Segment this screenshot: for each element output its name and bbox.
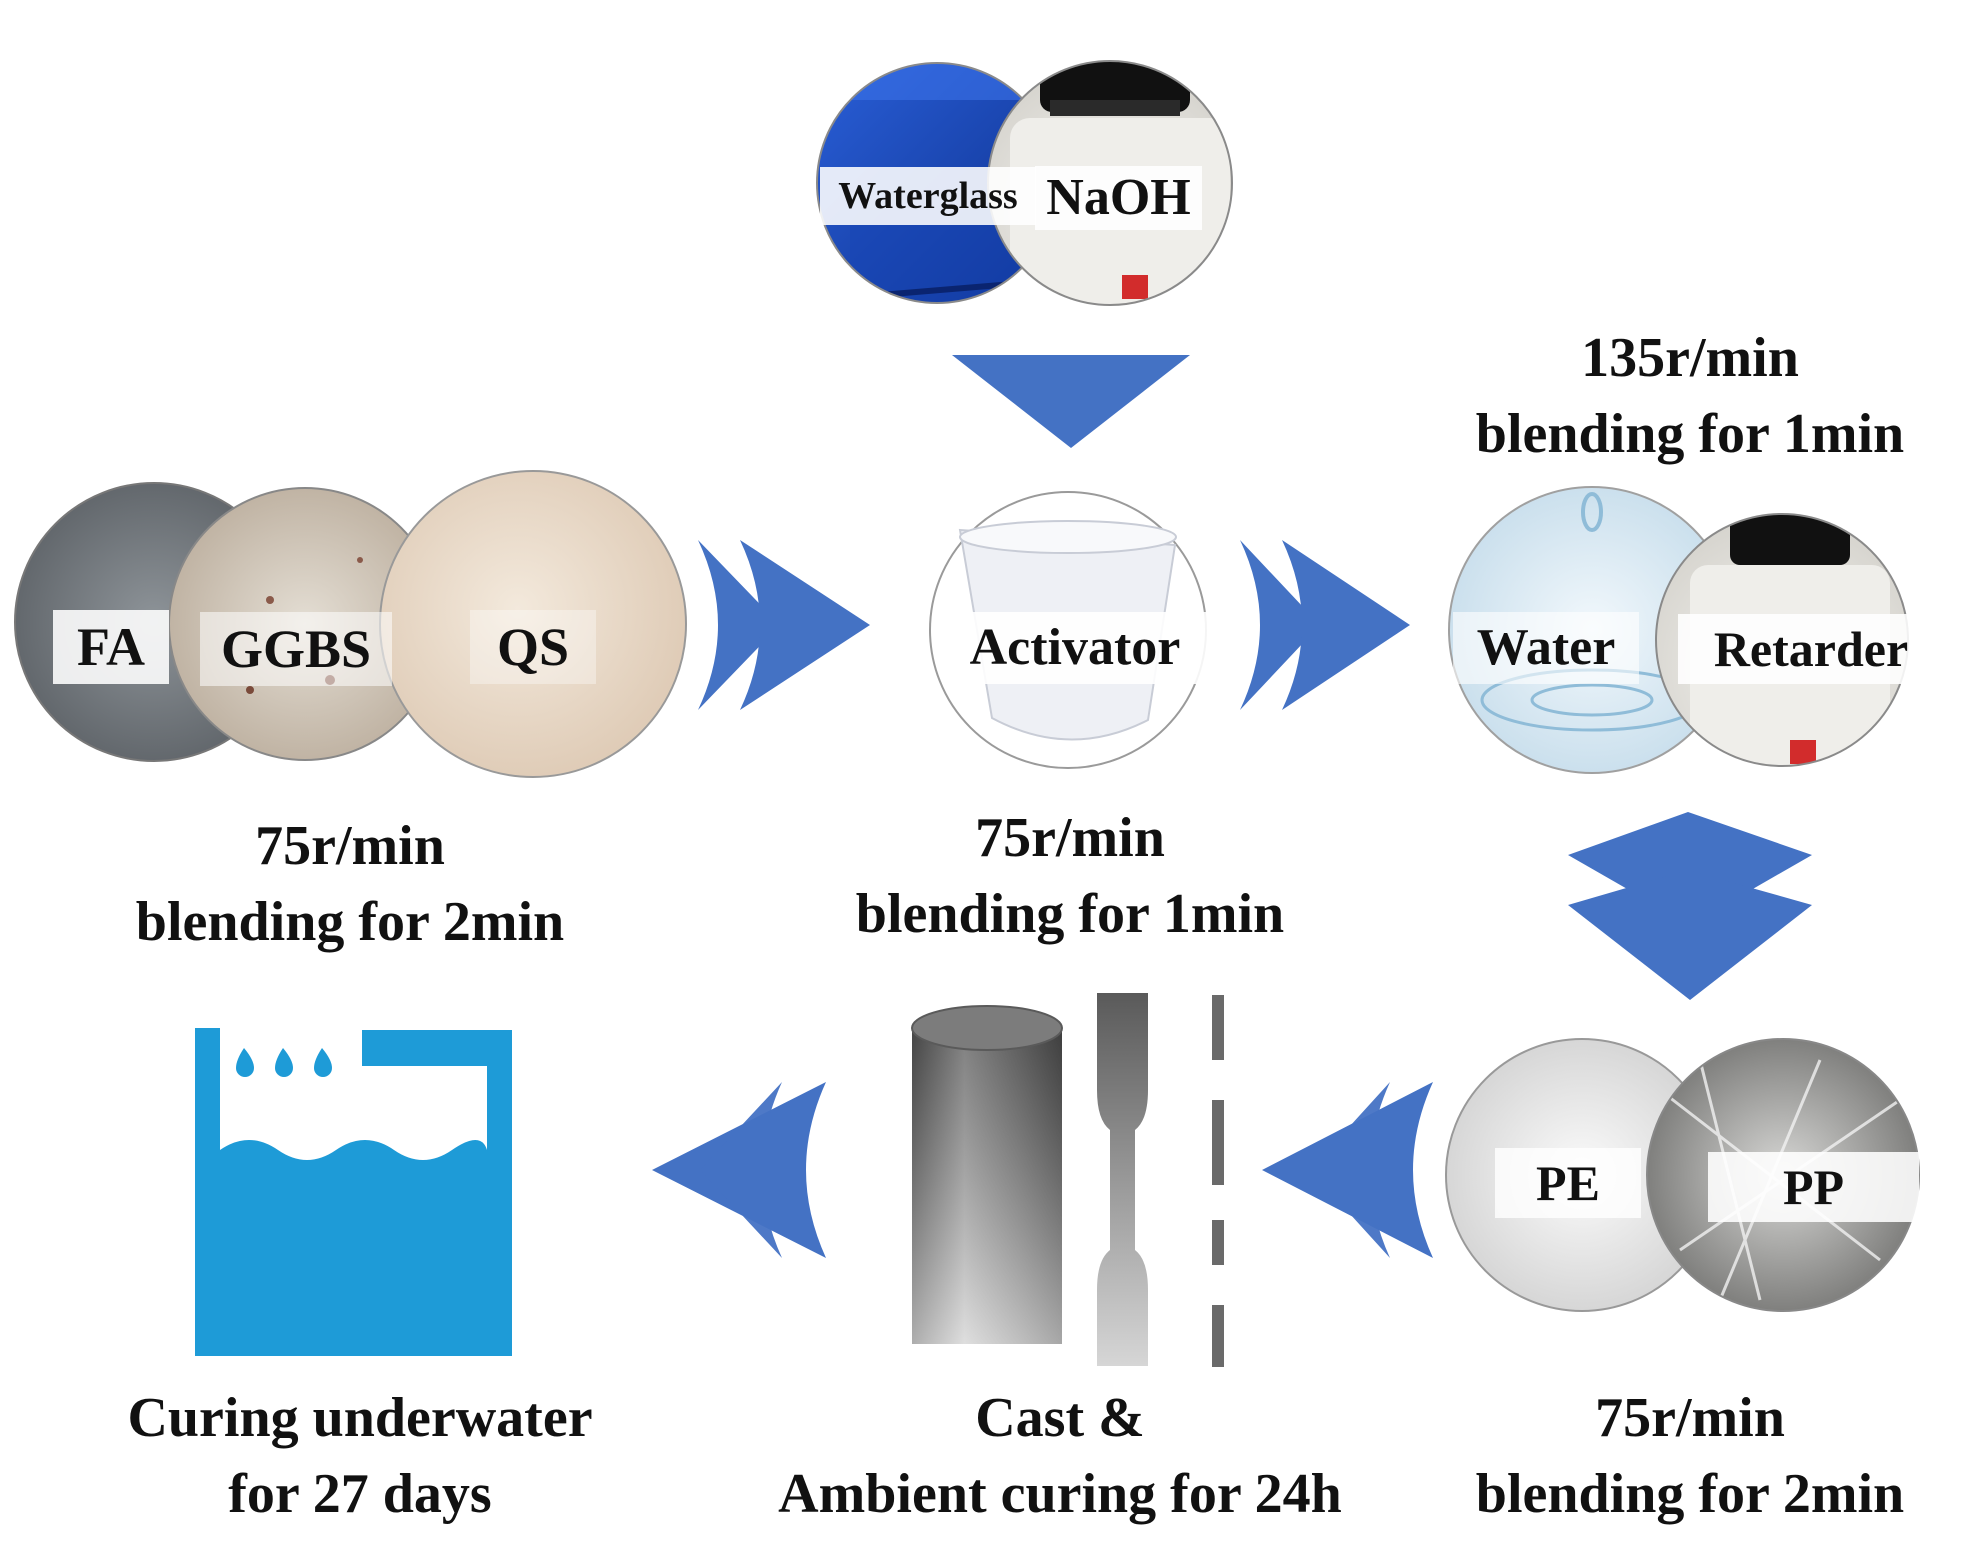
step6-line1: Curing underwater (127, 1387, 593, 1449)
retarder-label: Retarder (1678, 614, 1944, 684)
water-tank-icon (195, 1028, 512, 1356)
step5-line1: Cast & (975, 1387, 1145, 1449)
naoh-label: NaOH (1035, 166, 1202, 230)
step2-speed: 75r/min (975, 807, 1165, 869)
step1-duration: blending for 2min (135, 891, 565, 953)
qs-label: QS (470, 610, 596, 684)
step4-caption: 75r/min blending for 2min (1400, 1380, 1980, 1532)
step3-duration: blending for 1min (1475, 403, 1905, 465)
waterglass-label: Waterglass (820, 167, 1036, 225)
step4-speed: 75r/min (1595, 1387, 1785, 1449)
step6-caption: Curing underwater for 27 days (50, 1380, 670, 1532)
down-arrow-1 (952, 355, 1190, 448)
left-arrow-2 (652, 1082, 826, 1258)
step6-line2: for 27 days (228, 1463, 492, 1525)
water-label: Water (1453, 612, 1639, 684)
step2-caption: 75r/min blending for 1min (780, 800, 1360, 952)
left-arrow-1 (1262, 1082, 1433, 1258)
step1-caption: 75r/min blending for 2min (60, 808, 640, 960)
step1-speed: 75r/min (255, 815, 445, 877)
ggbs-label: GGBS (200, 612, 392, 686)
step3-speed: 135r/min (1581, 327, 1799, 389)
strip-specimen-icon (1212, 995, 1224, 1367)
pe-label: PE (1495, 1148, 1641, 1218)
activator-label: Activator (942, 612, 1208, 684)
step3-caption: 135r/min blending for 1min (1400, 320, 1980, 472)
step5-caption: Cast & Ambient curing for 24h (730, 1380, 1390, 1532)
fa-label: FA (53, 610, 169, 684)
step2-duration: blending for 1min (855, 883, 1285, 945)
right-arrow-2 (1240, 540, 1410, 710)
pp-label: PP (1708, 1152, 1919, 1222)
step4-duration: blending for 2min (1475, 1463, 1905, 1525)
right-arrow-1 (698, 540, 870, 710)
dogbone-specimen-icon (1097, 993, 1148, 1366)
cylinder-specimen-icon (911, 1005, 1063, 1344)
step5-line2: Ambient curing for 24h (778, 1463, 1342, 1525)
down-arrow-2 (1568, 812, 1812, 1000)
